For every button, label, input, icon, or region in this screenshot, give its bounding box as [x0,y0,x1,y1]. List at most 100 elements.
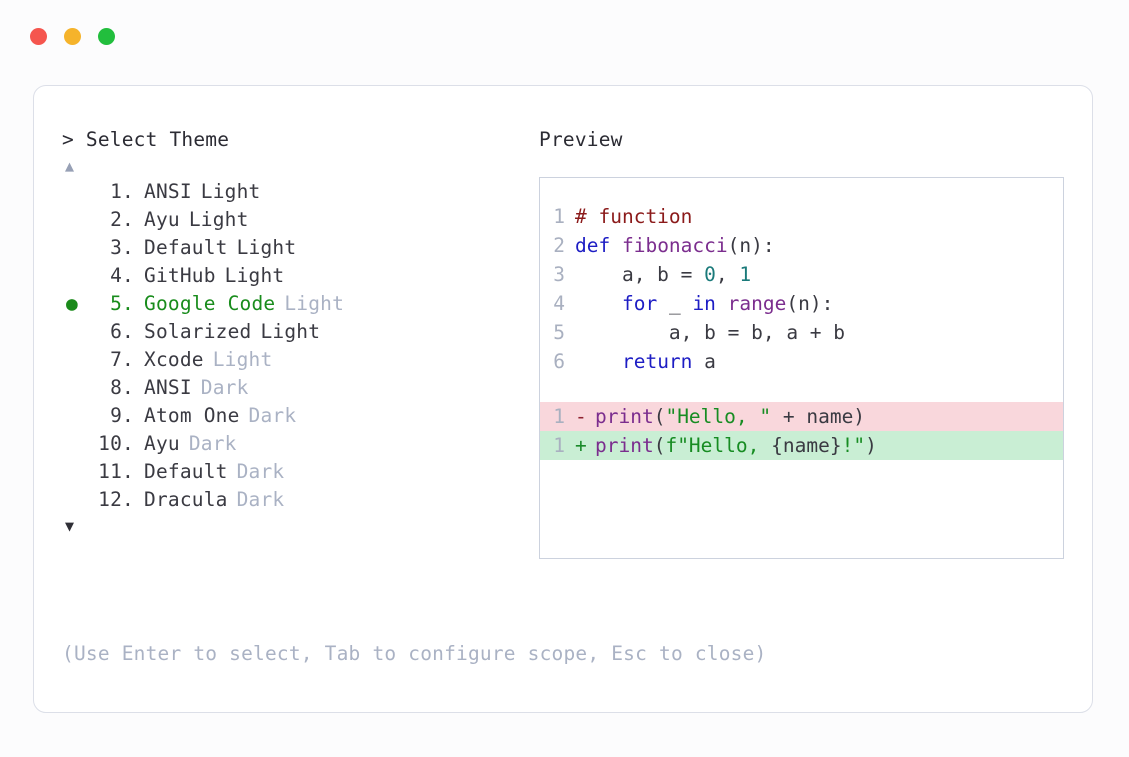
code-token-plain: {name} [771,434,842,457]
minimize-window-button[interactable] [64,28,81,45]
theme-item-name: Ayu [144,432,180,455]
code-line-content: a, b = 0, 1 [575,260,751,289]
code-token-plain [575,292,622,315]
code-token-plain: a, b = [575,263,705,286]
row-marker-blank [62,234,88,262]
theme-list-item[interactable]: 10. Ayu Dark [62,430,532,458]
close-window-button[interactable] [30,28,47,45]
diff-line-added: 1 + print(f"Hello, {name}!") [540,431,1063,460]
code-token-plain: _ [657,292,693,315]
theme-item-name: Solarized [144,320,252,343]
theme-item-variant: Dark [236,488,285,511]
code-token-keyword: in [692,292,716,315]
theme-item-name: Xcode [144,348,204,371]
theme-item-number: 11. [98,460,134,483]
theme-item-number: 9. [98,404,134,427]
code-token-plain: , [715,263,740,286]
theme-item-number: 10. [98,432,134,455]
code-token-comment: # function [575,205,693,228]
window-controls [30,28,115,45]
code-token-builtin: print [595,434,654,457]
code-token-keyword: def [575,234,622,257]
code-line-content: print("Hello, " + name) [595,402,865,431]
row-marker-blank [62,262,88,290]
code-token-keyword: return [621,350,693,373]
diff-marker: + [575,434,587,457]
line-number: 6 [553,350,565,373]
code-token-builtin: range [727,292,787,315]
code-token-func: fibonacci [621,234,728,257]
code-spacer [540,376,1063,402]
maximize-window-button[interactable] [98,28,115,45]
theme-item-name: ANSI [144,180,192,203]
keyboard-hint: (Use Enter to select, Tab to configure s… [62,642,767,665]
code-token-plain: a, b = b, a + b [575,321,846,344]
code-line: 5 a, b = b, a + b [540,318,1063,347]
scroll-up-arrow-icon[interactable]: ▲ [65,157,75,175]
row-marker-blank [62,430,88,458]
theme-item-name: Default [144,236,228,259]
theme-item-variant: Dark [188,432,237,455]
selected-bullet-icon: ● [66,292,78,315]
code-token-punct: ) [865,434,877,457]
code-line: 2 def fibonacci(n): [540,231,1063,260]
theme-item-name: Google Code [144,292,276,315]
code-line-content: a, b = b, a + b [575,318,845,347]
code-token-number: 1 [739,263,752,286]
line-number: 1 [553,434,565,457]
theme-item-name: GitHub [144,264,216,287]
theme-item-variant: Light [188,208,249,231]
theme-item-variant: Light [224,264,285,287]
code-token-string: f"Hello, [665,434,772,457]
row-marker-blank [62,206,88,234]
code-token-plain [575,350,622,373]
code-line-content: print(f"Hello, {name}!") [595,431,877,460]
line-number: 1 [553,405,565,428]
code-diff-sample: 1-print("Hello, " + name)1+print(f"Hello… [540,402,1063,460]
row-marker-blank [62,374,88,402]
theme-item-name: Default [144,460,228,483]
code-line-content: # function [575,202,692,231]
theme-item-number: 12. [98,488,134,511]
theme-item-variant: Dark [236,460,285,483]
code-token-number: 0 [704,263,716,286]
theme-item-number: 7. [98,348,134,371]
line-number: 2 [553,234,565,257]
code-token-punct: (n): [786,292,834,315]
code-token-keyword: for [621,292,658,315]
theme-item-variant: Light [212,348,273,371]
row-marker-blank [62,346,88,374]
scroll-down-arrow-icon[interactable]: ▼ [65,517,75,535]
code-line: 3 a, b = 0, 1 [540,260,1063,289]
code-line-content: return a [575,347,716,376]
code-line-content: for _ in range(n): [575,289,833,318]
theme-item-number: 1. [98,180,134,203]
code-line-content: def fibonacci(n): [575,231,775,260]
row-marker-blank [62,402,88,430]
code-token-plain: a [692,350,716,373]
code-token-builtin: print [595,405,654,428]
theme-list-item[interactable]: 7. Xcode Light [62,346,532,374]
code-line: 1# function [540,202,1063,231]
line-number: 5 [553,321,565,344]
row-marker-blank [62,178,88,206]
diff-line-removed: 1-print("Hello, " + name) [540,402,1063,431]
diff-marker: - [575,405,587,428]
theme-item-variant: Dark [248,404,297,427]
line-number: 4 [553,292,565,315]
code-line: 4 for _ in range(n): [540,289,1063,318]
theme-list-item[interactable]: 11. Default Dark [62,458,532,486]
